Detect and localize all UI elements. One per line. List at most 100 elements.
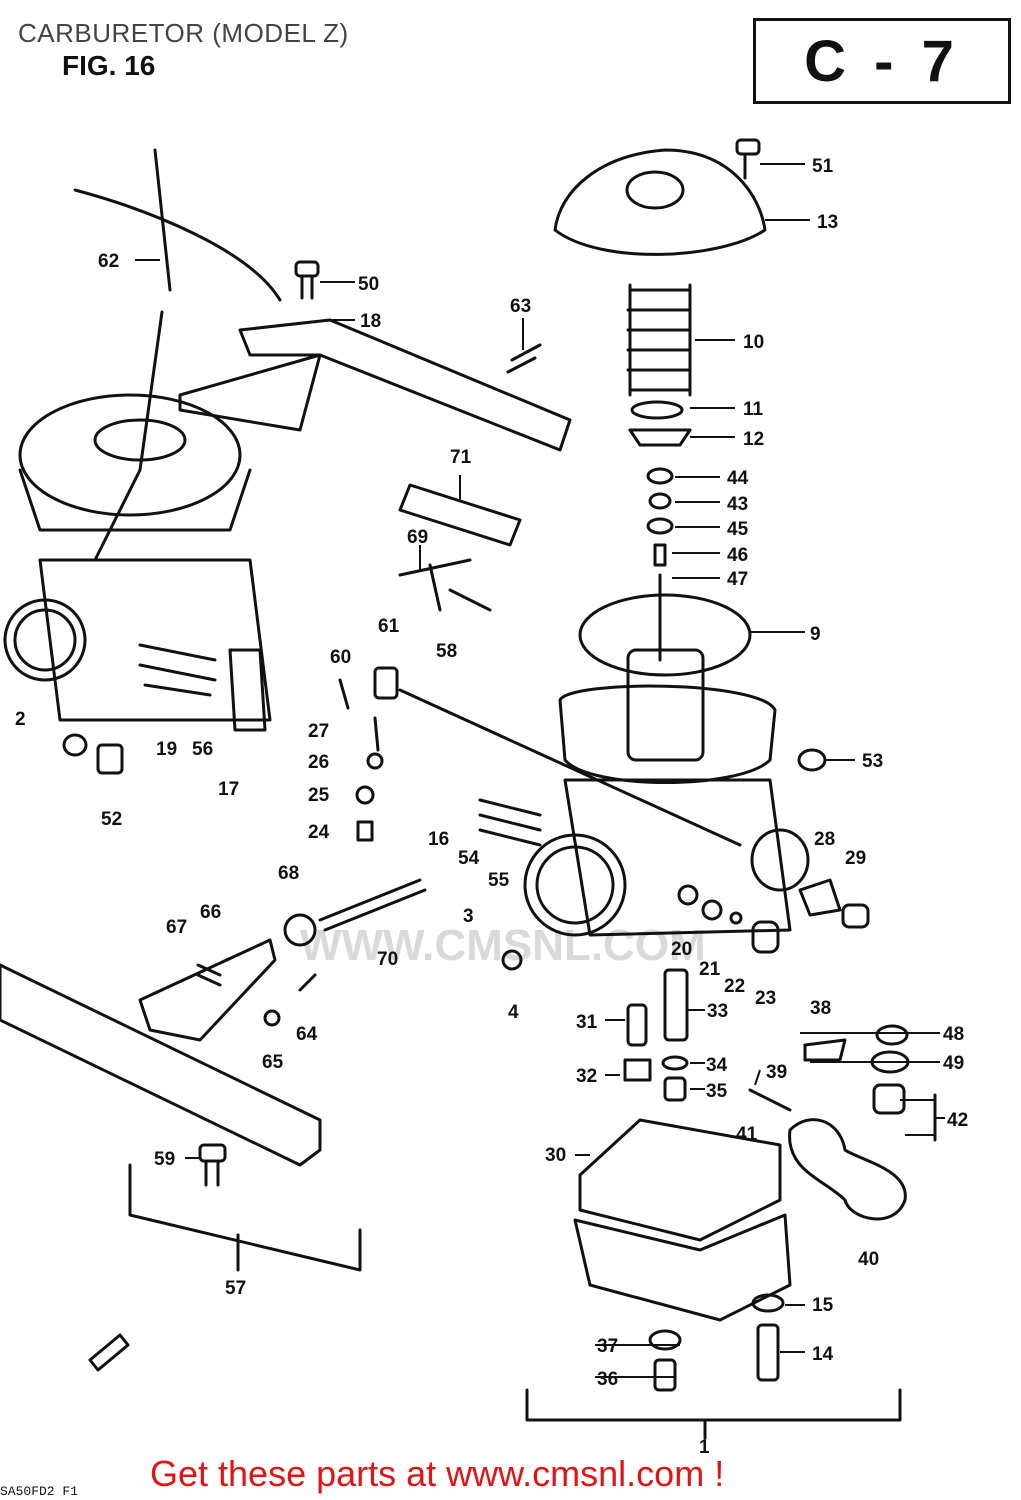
figure-number: FIG. 16 [62,50,156,81]
float-bowl [573,1213,792,1322]
callout-38: 38 [810,998,831,1019]
clip-61 [373,666,399,700]
direction-arrow [88,1333,130,1372]
valve-42 [872,1083,906,1115]
callout-36: 36 [597,1369,618,1390]
page-code-box: C - 7 [753,18,1011,104]
leaders-top [135,259,524,570]
callout-49: 49 [943,1053,964,1074]
main-carb-top [558,684,777,784]
leaders-bottom-right [595,1032,945,1378]
callout-46: 46 [727,545,748,566]
left-throttle-spring [138,643,217,697]
screw-4 [501,949,523,971]
callout-62: 62 [98,251,119,272]
callout-54: 54 [458,848,480,869]
part-46 [653,543,667,567]
washer-37 [648,1329,682,1351]
piston [626,648,705,762]
hose-62 [73,148,282,302]
left-cap-skirt [18,468,252,532]
spring-66 [196,963,222,987]
drawing-code: SA50FD2 F1 [0,1484,79,1499]
callout-70: 70 [377,949,398,970]
screw-59-shank [204,1159,220,1187]
callout-47: 47 [727,569,748,590]
callout-40: 40 [858,1249,879,1270]
callout-64: 64 [296,1024,318,1045]
callout-26: 26 [308,752,329,773]
callout-60: 60 [330,647,351,668]
callout-19: 19 [156,739,177,760]
part-44 [646,467,674,485]
screw-25 [355,785,375,805]
callout-42: 42 [947,1110,968,1131]
screw-50-head [294,260,320,278]
callout-31: 31 [576,1012,598,1033]
callout-27: 27 [308,721,329,742]
callout-4: 4 [508,1002,519,1023]
screw-36 [653,1358,677,1392]
washer-52a [62,733,88,757]
screw-14 [756,1323,780,1382]
callout-61: 61 [378,616,400,637]
bracket-57 [0,963,322,1167]
screw-27 [373,716,380,752]
spring-10 [626,288,692,392]
callout-37: 37 [597,1336,618,1357]
part-45 [646,517,674,535]
part-22 [729,911,743,925]
callout-21: 21 [699,959,721,980]
callout-14: 14 [812,1344,834,1365]
page-code: C - 7 [804,28,960,94]
float-chamber-30 [578,1118,782,1242]
callout-16: 16 [428,829,449,850]
screw-59-head [198,1143,227,1163]
callout-45: 45 [727,519,749,540]
callout-55: 55 [488,870,510,891]
callout-41: 41 [736,1124,758,1145]
top-cap-13 [553,148,767,256]
leaders-right [672,163,855,761]
plug-53 [797,748,827,772]
left-carb-body [38,558,272,722]
jet-31 [626,1003,648,1047]
callout-69: 69 [407,527,428,548]
callout-32: 32 [576,1066,597,1087]
part-43 [648,492,672,510]
leader-lines [135,163,945,1378]
main-carb-body [563,778,792,937]
callout-34: 34 [706,1055,728,1076]
part-48 [875,1024,909,1046]
screw-52 [96,743,124,775]
jet-32 [623,1058,652,1082]
bracket-1-span [525,1388,902,1440]
lever-67 [138,938,277,1042]
left-top-cap [18,393,242,517]
callout-33: 33 [707,1001,728,1022]
pin-41 [748,1088,792,1112]
callout-25: 25 [308,785,330,806]
callout-24: 24 [308,822,330,843]
washer-65 [263,1009,281,1027]
callout-43: 43 [727,494,748,515]
callout-53: 53 [862,751,883,772]
part-drawings [0,138,937,1440]
cap-28 [798,878,842,917]
washer-68 [283,913,317,947]
screw-64 [298,973,317,992]
leaders-misc [185,1154,590,1159]
left-intake-inner [13,608,77,672]
callout-30: 30 [545,1145,566,1166]
callout-57: 57 [225,1278,246,1299]
callout-51: 51 [812,156,834,177]
fitting-69 [398,558,492,612]
shaft-70 [318,878,427,932]
screw-50-shank [300,274,314,300]
callout-66: 66 [200,902,221,923]
callout-2: 2 [15,709,26,730]
diaphragm-9 [578,593,752,677]
callout-28: 28 [814,829,835,850]
callout-35: 35 [706,1081,728,1102]
pin-60 [338,678,350,710]
